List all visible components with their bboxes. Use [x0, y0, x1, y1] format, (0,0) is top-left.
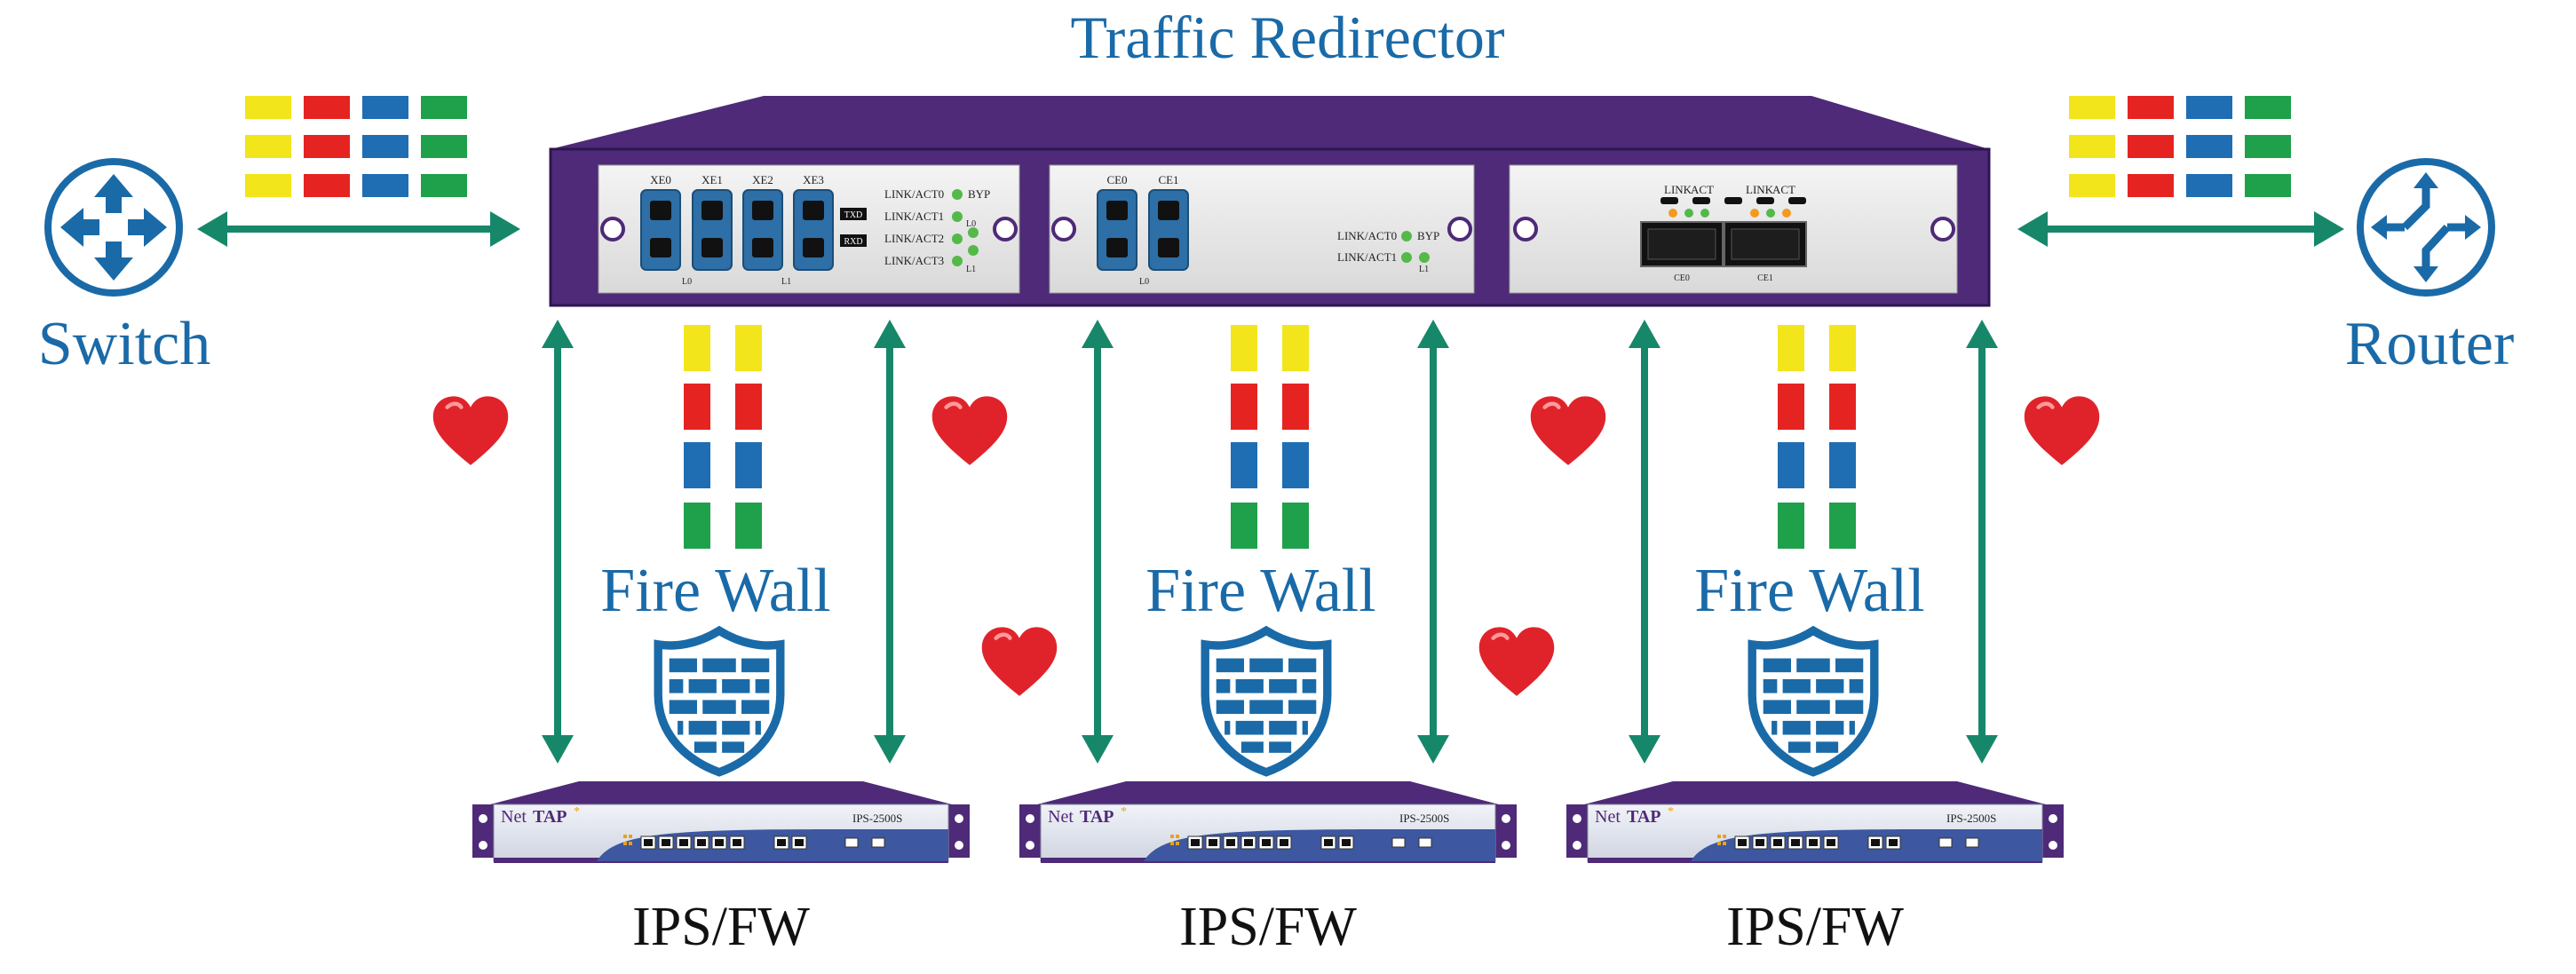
- router-node: Router: [2345, 158, 2515, 378]
- brand-net: Net: [1595, 807, 1621, 827]
- brand-net: Net: [1048, 807, 1074, 827]
- heart-icon: [433, 396, 508, 464]
- switch-redirector-arrow: [197, 211, 520, 247]
- router-icon: [2357, 158, 2495, 297]
- packet-column-3: [1778, 325, 1856, 549]
- qsfp-port-label-ce1: CE1: [1757, 273, 1773, 283]
- firewall-label-2: Fire Wall: [1145, 557, 1375, 625]
- ips-appliance-3: Net TAP * IPS-2500S IPS/FW: [1565, 780, 2065, 957]
- led-label-ce-linkact1: LINK/ACT1: [1337, 250, 1397, 264]
- brand-tap: TAP: [1627, 807, 1661, 827]
- l1-led-label-1: L1: [966, 265, 976, 274]
- qsfp-port-label-ce0: CE0: [1674, 273, 1690, 283]
- port-label-xe3: XE3: [803, 173, 824, 186]
- txd-label: TXD: [844, 210, 863, 220]
- router-redirector-arrow: [2017, 211, 2344, 247]
- heart-icon: [2025, 396, 2099, 464]
- redirector-module-2: CE0 CE1 L0 LINK/ACT0 LINK/ACT1 BYP L1: [1049, 164, 1475, 294]
- traffic-redirector-chassis: XE0 XE1 XE2 XE3 TXD RXD L0 L1 LINK/ACT: [549, 96, 1991, 307]
- switch-label: Switch: [38, 310, 210, 378]
- status-leds-module-1: [952, 189, 979, 266]
- port-label-ce1: CE1: [1158, 173, 1178, 186]
- l0-label-1: L0: [682, 277, 692, 287]
- firewall-shield-icon: [1752, 630, 1875, 772]
- brand-mark: *: [574, 805, 580, 819]
- byp-label-1: BYP: [968, 187, 990, 201]
- switch-node: Switch: [38, 158, 210, 378]
- ips-appliance-1: Net TAP * IPS-2500S IPS/FW: [472, 780, 971, 957]
- packet-column-1: [684, 325, 762, 549]
- router-label: Router: [2345, 310, 2515, 378]
- led-label-linkact0: LINK/ACT0: [884, 187, 944, 201]
- model-label: IPS-2500S: [1399, 812, 1449, 825]
- qsfp-act-label-0: ACT: [1691, 183, 1714, 196]
- redirector-module-3: LINK ACT LINK ACT CE0 CE1: [1509, 164, 1958, 294]
- firewall-shield-icon: [1205, 630, 1328, 772]
- port-label-xe1: XE1: [701, 173, 723, 186]
- byp-label-2: BYP: [1417, 229, 1439, 242]
- brand-tap: TAP: [533, 807, 567, 827]
- packet-grid-right: [2069, 96, 2291, 197]
- port-label-xe2: XE2: [752, 173, 773, 186]
- firewall-label-3: Fire Wall: [1694, 557, 1924, 625]
- led-label-linkact2: LINK/ACT2: [884, 232, 944, 245]
- heart-icon: [932, 396, 1007, 464]
- heart-icon: [1479, 627, 1554, 695]
- qsfp-ports: [1640, 221, 1807, 267]
- redirector-module-1: XE0 XE1 XE2 XE3 TXD RXD L0 L1 LINK/ACT: [598, 164, 1020, 294]
- heart-icon: [982, 627, 1057, 695]
- brand-mark: *: [1668, 805, 1674, 819]
- arrow-col-4: [1417, 320, 1449, 764]
- port-label-xe0: XE0: [650, 173, 671, 186]
- brand-mark: *: [1121, 805, 1127, 819]
- brand-net: Net: [501, 807, 527, 827]
- packet-column-2: [1231, 325, 1309, 549]
- firewall-1: Fire Wall: [600, 557, 831, 772]
- l0-label-2: L0: [1139, 277, 1149, 287]
- l1-label-1: L1: [781, 277, 791, 287]
- ips-label-3: IPS/FW: [1726, 897, 1904, 957]
- rxd-label: RXD: [844, 237, 862, 247]
- heart-icon: [1531, 396, 1605, 464]
- firewall-label-1: Fire Wall: [600, 557, 830, 625]
- qsfp-link-label-1: LINK: [1746, 183, 1774, 196]
- diagram-title: Traffic Redirector: [1070, 4, 1504, 71]
- ips-label-1: IPS/FW: [632, 897, 810, 957]
- model-label: IPS-2500S: [852, 812, 902, 825]
- arrow-col-1: [542, 320, 574, 764]
- qsfp-act-label-1: ACT: [1772, 183, 1795, 196]
- model-label: IPS-2500S: [1946, 812, 1996, 825]
- firewall-shield-icon: [658, 630, 781, 772]
- qsfp-leds: [1661, 197, 1806, 218]
- vertical-arrows: [542, 320, 1998, 764]
- brand-tap: TAP: [1080, 807, 1114, 827]
- ips-label-2: IPS/FW: [1179, 897, 1357, 957]
- packet-grid-left: [245, 96, 467, 197]
- switch-icon: [44, 158, 183, 297]
- status-leds-module-2: [1401, 231, 1430, 263]
- firewall-2: Fire Wall: [1145, 557, 1376, 772]
- firewall-3: Fire Wall: [1694, 557, 1925, 772]
- l1-led-label-2: L1: [1419, 265, 1429, 274]
- led-label-linkact1: LINK/ACT1: [884, 210, 944, 223]
- arrow-col-2: [874, 320, 906, 764]
- led-label-ce-linkact0: LINK/ACT0: [1337, 229, 1397, 242]
- port-label-ce0: CE0: [1106, 173, 1127, 186]
- arrow-col-5: [1629, 320, 1661, 764]
- qsfp-link-label-0: LINK: [1664, 183, 1692, 196]
- led-label-linkact3: LINK/ACT3: [884, 254, 944, 267]
- l0-led-label-1: L0: [966, 219, 976, 229]
- ips-appliance-2: Net TAP * IPS-2500S IPS/FW: [1019, 780, 1518, 957]
- arrow-col-3: [1082, 320, 1114, 764]
- arrow-col-6: [1966, 320, 1998, 764]
